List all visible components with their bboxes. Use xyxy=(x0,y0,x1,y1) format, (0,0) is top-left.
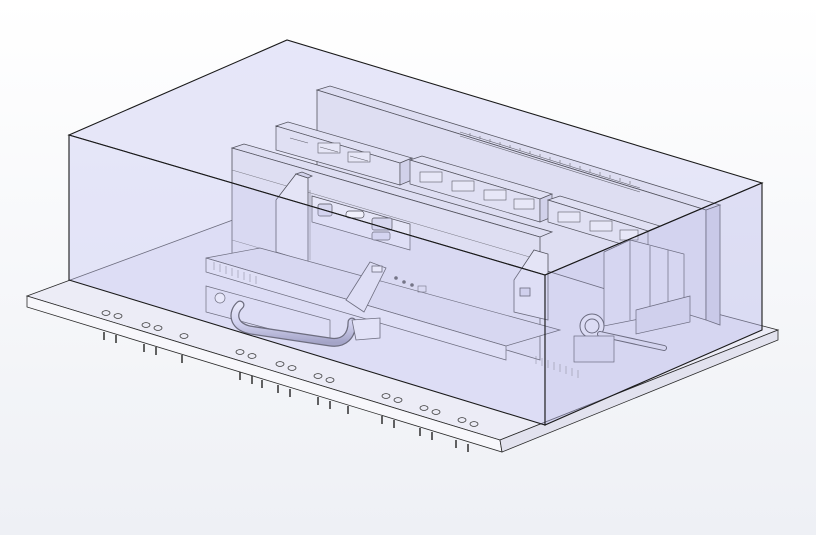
back-board-connector xyxy=(459,131,641,193)
din-rail xyxy=(205,247,562,361)
bracket-left xyxy=(275,171,313,263)
pneumatic-cylinder[interactable] xyxy=(573,313,667,363)
io-module-1[interactable] xyxy=(274,121,414,186)
screw-tips xyxy=(103,332,469,452)
transparent-enclosure[interactable] xyxy=(67,39,764,426)
handle[interactable] xyxy=(230,300,357,347)
indicator-holes xyxy=(394,276,427,293)
io-module-2-terminals xyxy=(419,171,535,210)
side-module-stack xyxy=(603,239,691,335)
bracket-right xyxy=(513,249,549,321)
latch-lever[interactable] xyxy=(345,261,387,341)
mounting-holes xyxy=(101,310,479,427)
base-plate-side-edge xyxy=(499,329,779,453)
rail-teeth xyxy=(213,262,579,378)
enclosure-side-face xyxy=(544,182,763,426)
connector-panel xyxy=(311,195,411,251)
